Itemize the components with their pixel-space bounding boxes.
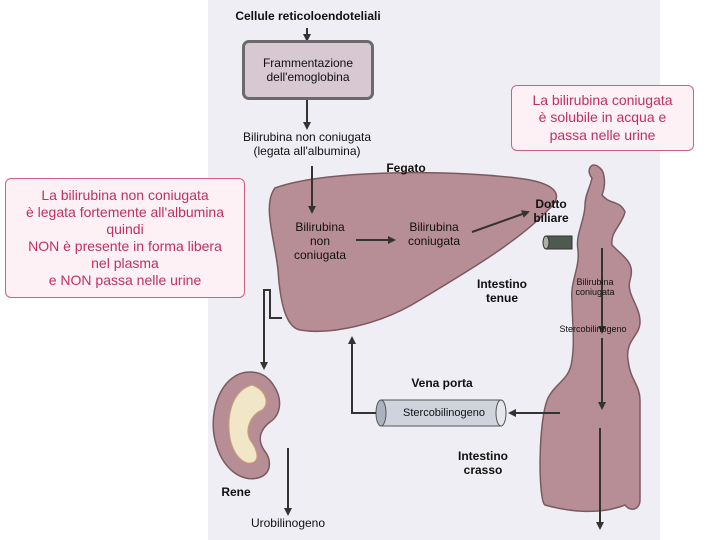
label-conjugated-intestine: Bilirubina coniugata	[575, 277, 615, 298]
note-unconjugated: La bilirubina non coniugata è legata for…	[5, 178, 245, 298]
label-unconjugated-bound: Bilirubina non coniugata (legata all'alb…	[242, 130, 372, 158]
label-conjugated-liver: Bilirubina coniugata	[407, 220, 461, 248]
liver-shape	[268, 171, 558, 332]
label-stercobilinogen-intestine: Stercobilinogeno	[559, 324, 627, 334]
label-urobilinogen: Urobilinogeno	[250, 516, 326, 530]
label-bile-duct: Dotto biliare	[533, 197, 569, 225]
label-liver: Fegato	[386, 161, 426, 175]
arrow-to-bile-duct	[471, 210, 530, 233]
intestine-shape	[539, 164, 641, 513]
note-conjugated: La bilirubina coniugata è solubile in ac…	[511, 85, 694, 151]
fragmentation-box: Frammentazione dell'emoglobina	[242, 40, 374, 100]
bile-duct	[542, 235, 573, 250]
label-large-intestine: Intestino crasso	[458, 449, 508, 477]
portal-vein-tube	[375, 399, 507, 427]
flow-arrows	[260, 28, 606, 530]
title-reticuloendothelial: Cellule reticoloendoteliali	[235, 9, 381, 23]
arrow-liver-to-kidney	[260, 289, 282, 370]
arrow-vein-to-liver	[348, 336, 376, 414]
kidney-shape	[212, 371, 281, 480]
label-portal-vein: Vena porta	[411, 376, 473, 390]
label-stercobilinogen-tube: Stercobilinogeno	[403, 407, 485, 419]
label-kidney: Rene	[221, 485, 251, 499]
label-small-intestine: Intestino tenue	[477, 277, 527, 305]
label-unconjugated-liver: Bilirubina non coniugata	[293, 220, 347, 262]
